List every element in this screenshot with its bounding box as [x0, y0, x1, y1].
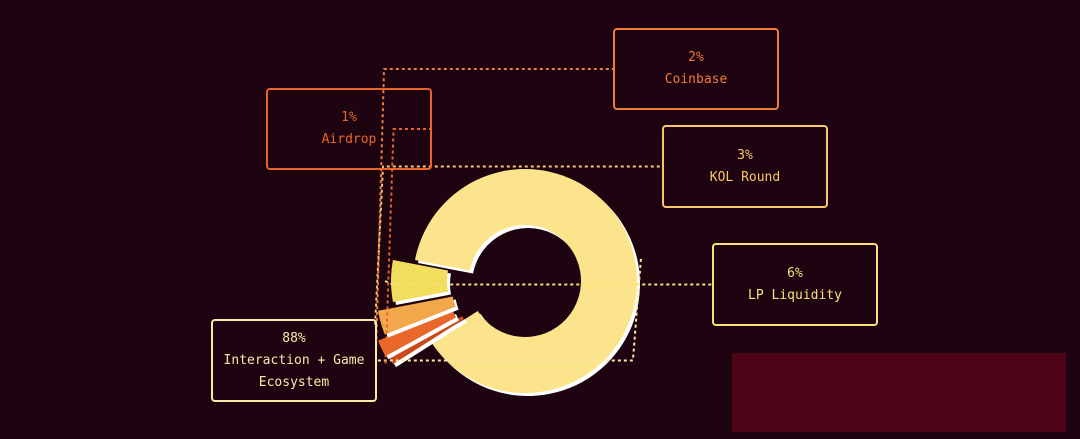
slice-percent: 88% — [282, 330, 306, 346]
slice-interaction-game-ecosystem — [414, 168, 638, 393]
overlay-rectangle — [732, 353, 1066, 432]
leader-line-3 — [374, 165, 662, 325]
slice-name: Airdrop — [321, 132, 377, 147]
slice-name: Interaction + Game Ecosystem — [223, 352, 365, 390]
leader-line-4 — [384, 280, 712, 286]
slice-percent: 6% — [787, 265, 803, 281]
slice-percent: 2% — [688, 50, 704, 65]
label-box-lp-liquidity: 6% LP Liquidity — [712, 243, 878, 326]
slice-percent: 1% — [341, 110, 357, 125]
leader-line-1 — [384, 128, 432, 364]
slice-kol-round — [377, 296, 456, 335]
slice-lp-liquidity — [391, 260, 448, 302]
label-box-kol-round: 3% KOL Round — [662, 125, 828, 208]
slice-name: Coinbase — [664, 72, 728, 87]
donut-slices — [377, 168, 641, 396]
leader-line-0 — [377, 258, 642, 362]
label-box-airdrop: 1% Airdrop — [266, 88, 432, 170]
slice-percent: 3% — [737, 147, 753, 163]
slice-airdrop — [388, 316, 464, 365]
leader-line-2 — [375, 68, 613, 352]
slice-edge-1 — [391, 319, 467, 368]
slice-coinbase — [378, 310, 457, 357]
label-box-coinbase: 2% Coinbase — [613, 28, 779, 110]
label-box-interaction-game-ecosystem: 88% Interaction + Game Ecosystem — [211, 319, 377, 402]
slice-name: KOL Round — [709, 169, 781, 185]
leader-lines — [374, 68, 712, 364]
slice-name: LP Liquidity — [748, 287, 842, 303]
